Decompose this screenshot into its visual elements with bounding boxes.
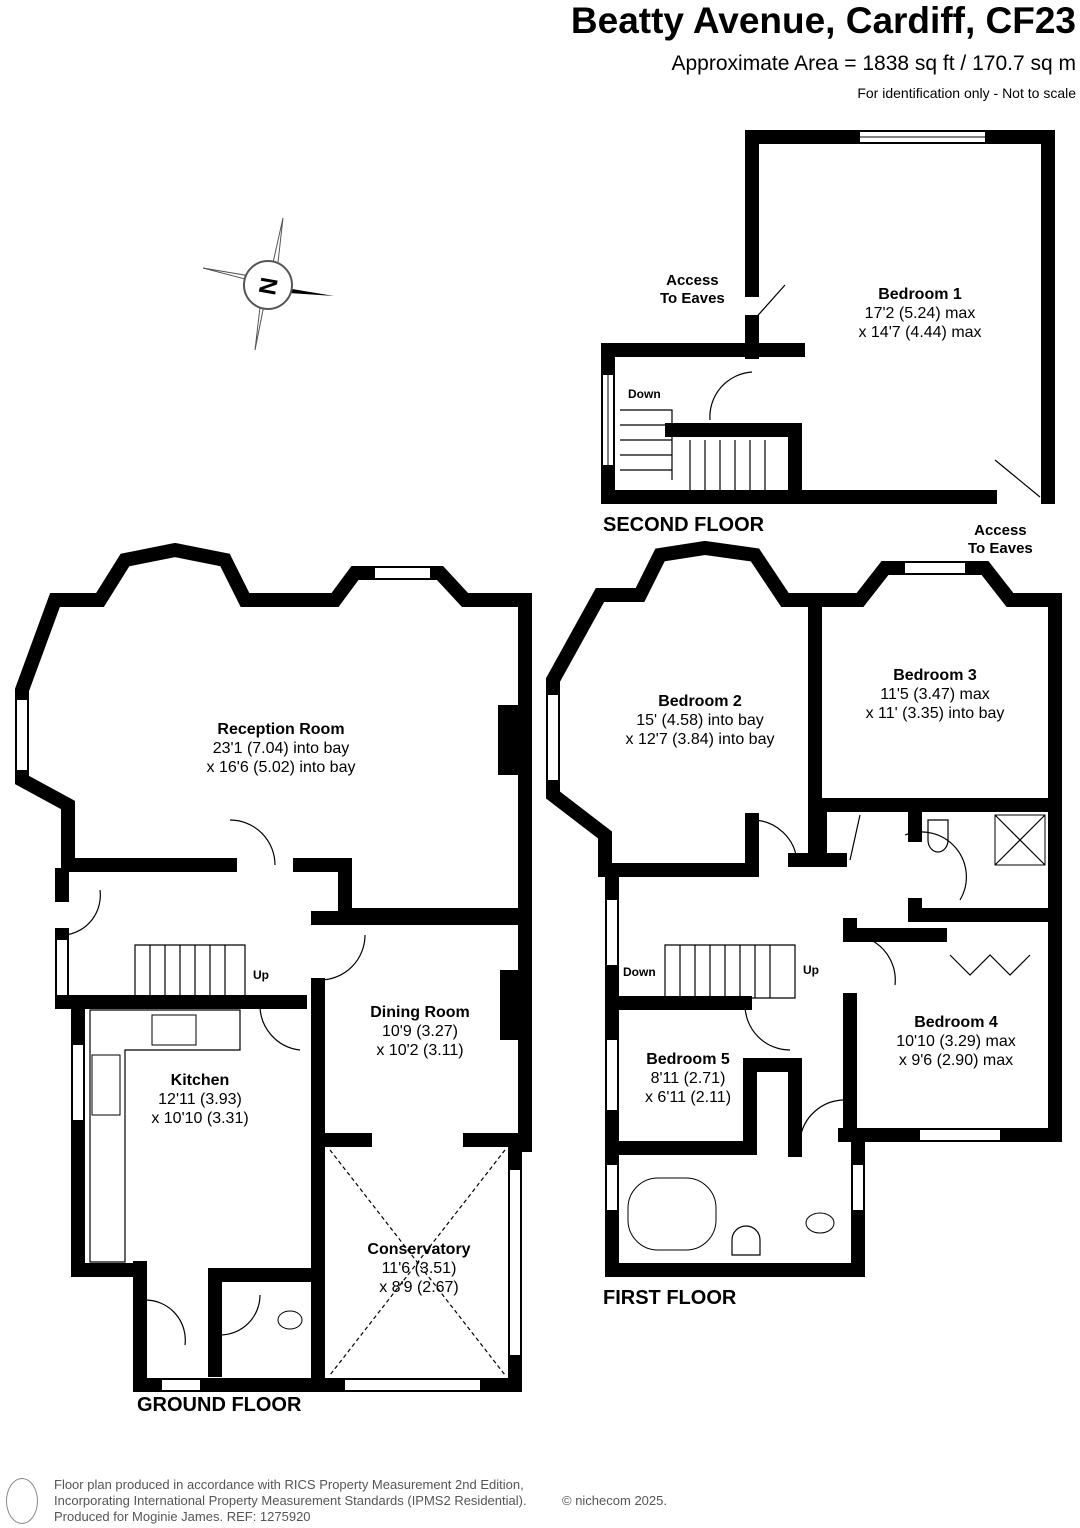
stairs-up-label: Up: [253, 968, 269, 982]
footer-line-3: Produced for Moginie James. REF: 1275920: [54, 1509, 311, 1524]
person-icon: [6, 1478, 38, 1524]
compass-north-label: N: [253, 275, 283, 297]
stairs-up-label-first: Up: [803, 963, 819, 977]
approximate-area: Approximate Area = 1838 sq ft / 170.7 sq…: [671, 52, 1077, 75]
second-floor-walls: [601, 130, 1055, 504]
property-title: Beatty Avenue, Cardiff, CF23: [570, 0, 1076, 41]
second-floor-title: SECOND FLOOR: [603, 514, 765, 536]
scale-note: For identification only - Not to scale: [857, 85, 1076, 101]
svg-text:N: N: [253, 275, 283, 297]
stairs-down-label: Down: [628, 387, 661, 401]
footer-line-2: Incorporating International Property Mea…: [54, 1493, 527, 1508]
stairs-down-label-first: Down: [623, 965, 656, 979]
first-floor-title: FIRST FLOOR: [603, 1287, 737, 1309]
first-floor-walls: [546, 540, 1062, 1277]
footer-text: Floor plan produced in accordance with R…: [54, 1477, 527, 1525]
footer-line-1: Floor plan produced in accordance with R…: [54, 1477, 524, 1492]
copyright: © nichecom 2025.: [562, 1493, 667, 1508]
compass-icon: [202, 217, 334, 351]
ground-floor-walls: [15, 542, 532, 1392]
ground-floor-title: GROUND FLOOR: [137, 1394, 302, 1416]
